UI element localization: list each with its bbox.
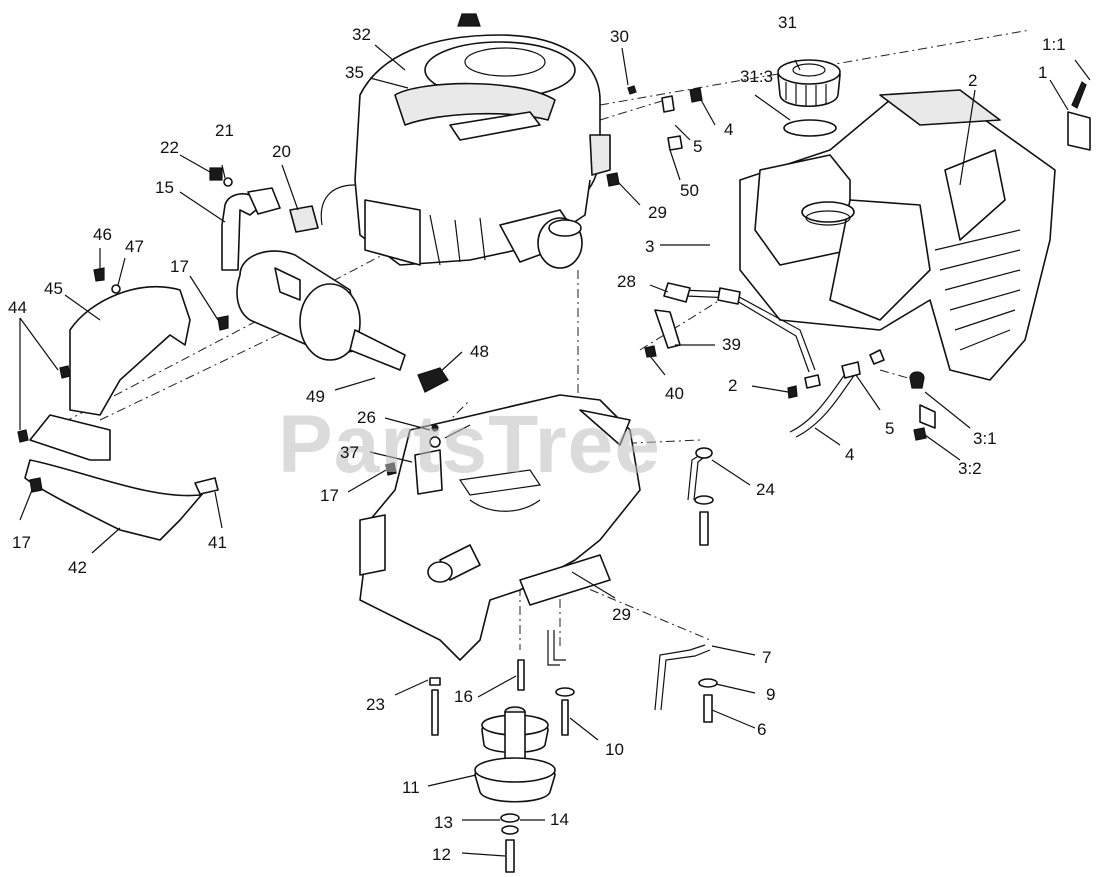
callout-5: 5 [693, 137, 702, 156]
watermark-logo: PartsTree [278, 399, 661, 490]
callout-3: 3 [645, 237, 654, 256]
callout-48: 48 [470, 342, 489, 361]
callout-1: 1 [1038, 63, 1047, 82]
callout-49: 49 [306, 387, 325, 406]
bolts-pulley [429, 659, 575, 873]
fuel-tank [739, 89, 1056, 381]
callout-41: 41 [208, 533, 227, 552]
callout-31-3: 31:3 [740, 67, 773, 86]
fuel-line-hardware [606, 85, 936, 441]
callout-22: 22 [160, 138, 179, 157]
callout-11: 11 [402, 778, 420, 797]
callout-21: 21 [215, 121, 234, 140]
callout-9: 9 [766, 685, 775, 704]
callout-15: 15 [155, 178, 174, 197]
leader-lines [19, 44, 1091, 857]
heat-shields [17, 267, 229, 541]
callout-29: 29 [648, 203, 667, 222]
callout-30: 30 [610, 27, 629, 46]
callout-12: 12 [432, 845, 451, 864]
callout-44: 44 [8, 298, 27, 317]
callout-47: 47 [125, 237, 144, 256]
callout-16: 16 [454, 687, 473, 706]
callout-17-b: 17 [320, 486, 339, 505]
callout-50: 50 [680, 181, 699, 200]
callout-23: 23 [366, 695, 385, 714]
callout-26: 26 [357, 408, 376, 427]
callout-32: 32 [352, 25, 371, 44]
callout-4: 4 [724, 120, 733, 139]
callout-29-b: 29 [612, 605, 631, 624]
callout-5-b: 5 [885, 419, 894, 438]
callout-35: 35 [345, 63, 364, 82]
idler-arms [547, 447, 718, 723]
callout-14: 14 [550, 810, 569, 829]
callout-10: 10 [605, 740, 624, 759]
fuel-switch [1067, 81, 1091, 151]
callout-40: 40 [665, 384, 684, 403]
callout-2: 2 [968, 71, 977, 90]
callout-39: 39 [722, 335, 741, 354]
callout-28: 28 [617, 272, 636, 291]
exhaust-muffler [209, 167, 449, 393]
callout-37: 37 [340, 443, 359, 462]
callout-3-2: 3:2 [958, 459, 982, 478]
callout-3-1: 3:1 [973, 429, 997, 448]
callout-labels: 1:1 1 2 31 31:3 30 32 35 4 5 50 29 3 21 … [8, 13, 1066, 864]
engine-mount-plate [359, 394, 641, 661]
callout-45: 45 [44, 279, 63, 298]
callout-1-1: 1:1 [1042, 35, 1066, 54]
callout-46: 46 [93, 225, 112, 244]
callout-17-c: 17 [12, 533, 31, 552]
callout-13: 13 [434, 813, 453, 832]
callout-20: 20 [272, 142, 291, 161]
callout-42: 42 [68, 558, 87, 577]
callout-7: 7 [762, 648, 771, 667]
callout-31: 31 [778, 13, 797, 32]
callout-6: 6 [757, 720, 766, 739]
engine-assembly [320, 13, 611, 269]
callout-2-b: 2 [728, 376, 737, 395]
callout-17-a: 17 [170, 257, 189, 276]
fuel-cap [777, 59, 841, 137]
callout-24: 24 [756, 480, 775, 499]
callout-4-b: 4 [845, 445, 854, 464]
